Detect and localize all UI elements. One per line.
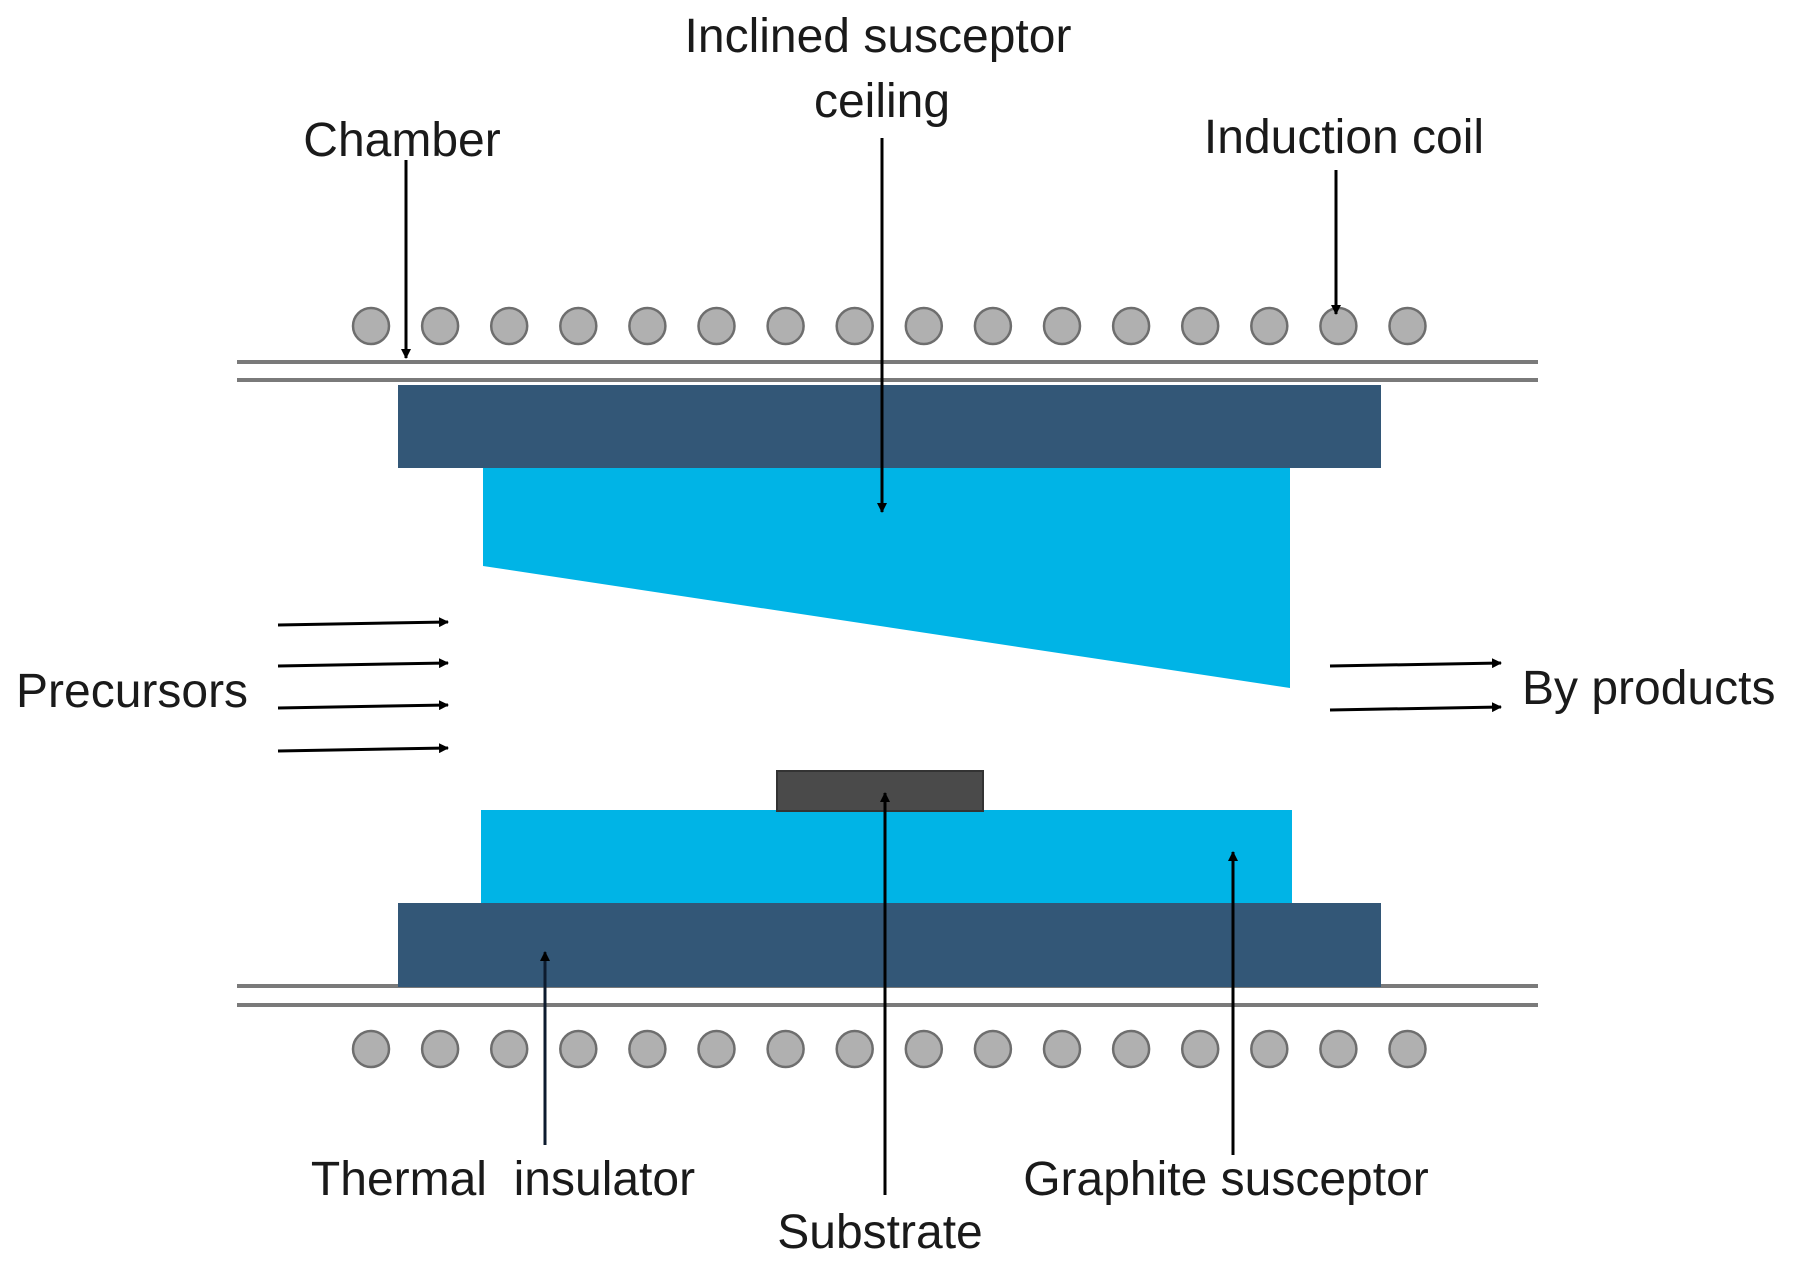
coil-turn-icon bbox=[628, 306, 667, 346]
chamber-wall-top bbox=[237, 360, 1538, 382]
label-graphite-susceptor: Graphite susceptor bbox=[1023, 1153, 1429, 1206]
coil-turn-icon bbox=[835, 1029, 874, 1069]
chamber-wall-bottom bbox=[237, 984, 1538, 1007]
coil-turn-icon bbox=[835, 306, 874, 346]
coil-turn-icon bbox=[351, 306, 391, 346]
coil-turn-icon bbox=[1111, 306, 1151, 346]
coil-turn-icon bbox=[973, 1029, 1013, 1069]
coil-turn-icon bbox=[904, 1029, 944, 1069]
coil-turn-icon bbox=[1388, 306, 1427, 346]
coil-turn-icon bbox=[904, 306, 944, 346]
label-by-products: By products bbox=[1522, 662, 1775, 715]
coil-turn-icon bbox=[1042, 306, 1082, 346]
by-product-flow-arrows bbox=[1329, 658, 1502, 713]
coil-turn-icon bbox=[559, 1029, 598, 1069]
coil-turn-icon bbox=[697, 306, 736, 346]
coil-turn-icon bbox=[766, 306, 805, 346]
coil-turn-icon bbox=[420, 306, 460, 346]
thermal-insulator-top bbox=[398, 385, 1381, 468]
coil-turn-icon bbox=[489, 306, 529, 346]
coil-turn-icon bbox=[766, 1029, 805, 1069]
coil-turn-icon bbox=[1319, 306, 1358, 346]
coil-turn-icon bbox=[489, 1029, 529, 1069]
label-substrate: Substrate bbox=[777, 1206, 982, 1259]
coil-turn-icon bbox=[1250, 1029, 1289, 1069]
label-ceiling-line2: ceiling bbox=[814, 75, 950, 128]
inclined-susceptor-ceiling bbox=[483, 468, 1290, 688]
coil-turn-icon bbox=[351, 1029, 391, 1069]
label-induction-coil: Induction coil bbox=[1204, 111, 1484, 164]
label-thermal-insulator: Thermal insulator bbox=[311, 1153, 695, 1206]
coil-turn-icon bbox=[1042, 1029, 1082, 1069]
coil-turn-icon bbox=[559, 306, 598, 346]
coil-turn-icon bbox=[1388, 1029, 1427, 1069]
label-chamber: Chamber bbox=[303, 114, 500, 167]
coil-turn-icon bbox=[1111, 1029, 1151, 1069]
coil-turn-icon bbox=[628, 1029, 667, 1069]
coil-turn-icon bbox=[1319, 1029, 1358, 1069]
coil-turn-icon bbox=[697, 1029, 736, 1069]
induction-coil-bottom-row bbox=[351, 1029, 1427, 1069]
coil-turn-icon bbox=[1180, 1029, 1220, 1069]
coil-turn-icon bbox=[420, 1029, 460, 1069]
precursor-flow-arrows bbox=[277, 617, 449, 754]
coil-turn-icon bbox=[973, 306, 1013, 346]
induction-coil-top-row bbox=[351, 306, 1427, 346]
label-precursors: Precursors bbox=[16, 665, 248, 718]
coil-turn-icon bbox=[1250, 306, 1289, 346]
substrate-wafer bbox=[776, 770, 984, 812]
coil-turn-icon bbox=[1180, 306, 1220, 346]
label-ceiling-line1: Inclined susceptor bbox=[685, 10, 1072, 63]
thermal-insulator-bottom bbox=[398, 903, 1381, 987]
